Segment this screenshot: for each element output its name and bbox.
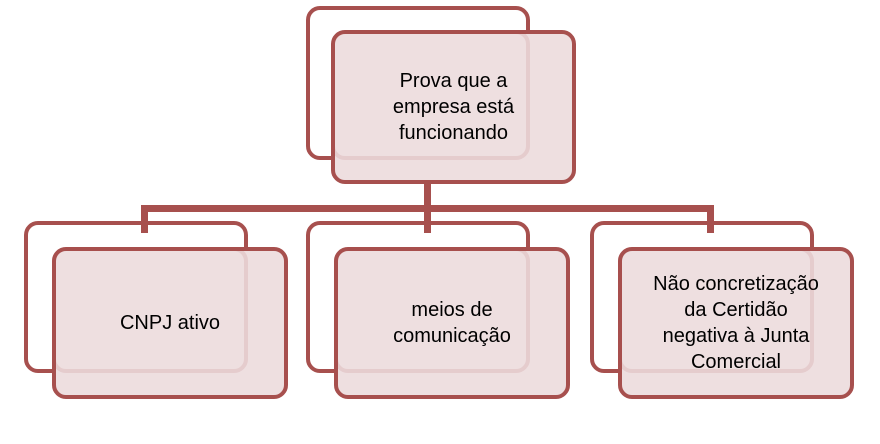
node-child-3-front-card[interactable]: Não concretização da Certidão negativa à… — [618, 247, 854, 399]
node-child-3-label: Não concretização da Certidão negativa à… — [653, 273, 819, 373]
connector-drop-child-2 — [424, 205, 431, 233]
node-child-1-label: CNPJ ativo — [119, 312, 221, 334]
node-root-front-card[interactable]: Prova que a empresa está funcionando — [331, 30, 576, 184]
node-root-label: Prova que a empresa está funcionando — [392, 70, 515, 144]
node-child-2-label: meios de comunicação — [393, 299, 511, 347]
node-child-1[interactable]: CNPJ ativo — [24, 221, 288, 399]
connector-drop-child-3 — [707, 205, 714, 233]
node-root[interactable]: Prova que a empresa está funcionando — [306, 6, 576, 184]
node-child-1-front-card[interactable]: CNPJ ativo — [52, 247, 288, 399]
connector-root-stem — [424, 180, 431, 207]
node-child-2[interactable]: meios de comunicação — [306, 221, 570, 399]
node-child-2-front-card[interactable]: meios de comunicação — [334, 247, 570, 399]
connector-drop-child-1 — [141, 205, 148, 233]
node-child-3[interactable]: Não concretização da Certidão negativa à… — [590, 221, 854, 399]
